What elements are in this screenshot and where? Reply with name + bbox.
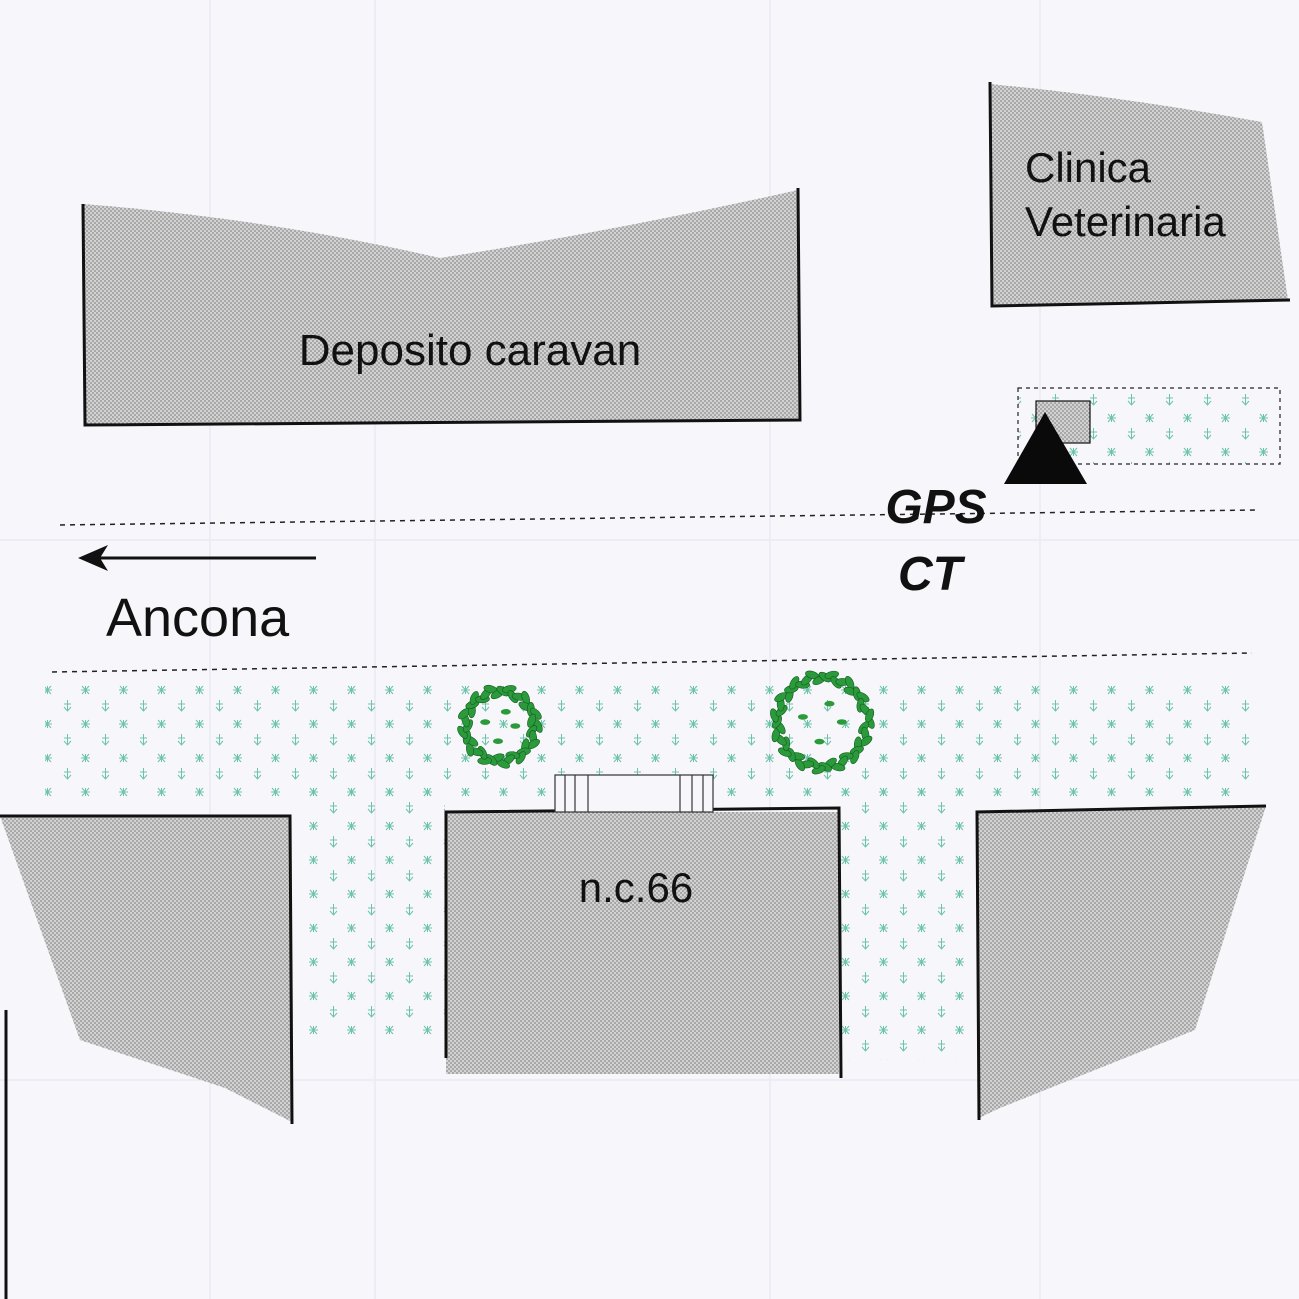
road [51, 509, 1259, 673]
road-edge-south [51, 652, 1253, 673]
tree-leaf [824, 700, 835, 707]
gps-station: GPS CT [885, 400, 1091, 601]
clinica-label-line1: Clinica [1025, 144, 1152, 191]
building-lower-right [975, 804, 1267, 1121]
building-nc66: n.c.66 [444, 774, 843, 1079]
tree-leaf [797, 714, 808, 720]
house-number-label: n.c.66 [579, 864, 693, 911]
tree-icon [457, 684, 543, 769]
building-lower-left [0, 814, 294, 1125]
ancona-label: Ancona [106, 588, 290, 648]
deposito-label: Deposito caravan [299, 326, 641, 375]
tree-leaf [527, 713, 537, 728]
tree-leaf [480, 719, 491, 725]
tree-leaf [865, 708, 875, 723]
entrance-steps [554, 774, 714, 813]
gps-label: GPS [885, 481, 986, 534]
direction-indicator: Ancona [78, 545, 316, 648]
clinica-veterinaria-building: Clinica Veterinaria [988, 81, 1291, 308]
tree-leaf [500, 709, 511, 715]
grass-area [45, 680, 1255, 1060]
tree-leaf [493, 738, 503, 744]
deposito-caravan-building: Deposito caravan [81, 187, 802, 427]
tree-leaf [814, 738, 825, 745]
clinica-label-line2: Veterinaria [1025, 198, 1226, 245]
road-edge-north [59, 509, 1259, 526]
tree-leaf [836, 719, 847, 725]
triangle-marker-icon [1004, 412, 1087, 484]
ct-label: CT [898, 548, 966, 601]
tree-icon [770, 670, 875, 775]
tree-leaf [510, 723, 521, 729]
